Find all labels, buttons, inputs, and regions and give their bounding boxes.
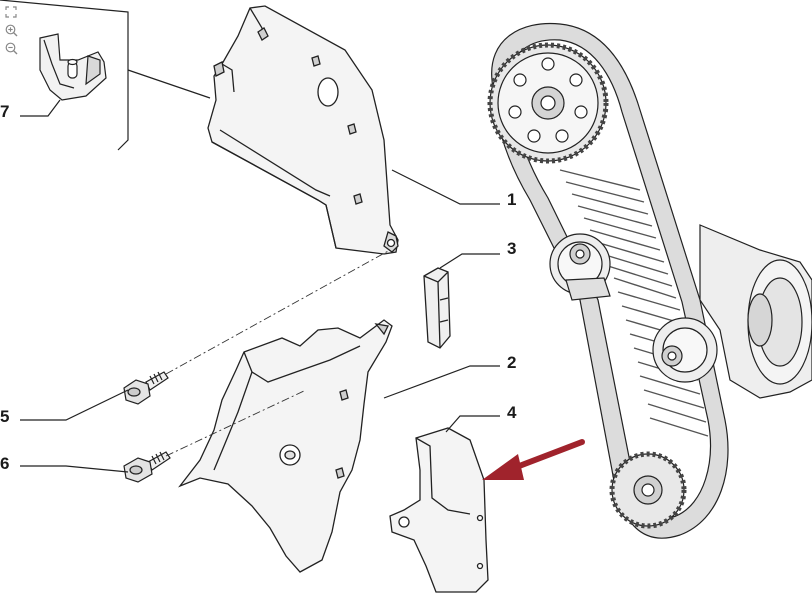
alignment-lines xyxy=(165,249,391,457)
part-2-lower-cover xyxy=(178,319,393,573)
timing-belt-assembly xyxy=(487,22,812,539)
inset-frame xyxy=(0,0,129,151)
part-1-upper-cover xyxy=(207,5,399,255)
fit-view-icon[interactable] xyxy=(2,4,20,20)
highlight-arrow xyxy=(482,439,585,480)
viewer-toolbar xyxy=(2,4,20,58)
callout-3: 3 xyxy=(507,239,517,258)
part-4-bracket xyxy=(389,427,489,593)
callout-2: 2 xyxy=(507,353,517,372)
part-5-bolt xyxy=(123,371,169,405)
callout-5: 5 xyxy=(0,407,10,426)
zoom-in-icon[interactable] xyxy=(2,22,20,38)
part-6-bolt xyxy=(123,451,171,483)
part-7-clip xyxy=(39,33,107,101)
callout-1: 1 xyxy=(507,190,517,209)
callout-4: 4 xyxy=(507,403,517,422)
callout-6: 6 xyxy=(0,454,10,473)
leader-lines xyxy=(20,69,500,473)
zoom-out-icon[interactable] xyxy=(2,40,20,56)
part-3-guide xyxy=(423,267,451,349)
callout-7: 7 xyxy=(0,102,10,121)
